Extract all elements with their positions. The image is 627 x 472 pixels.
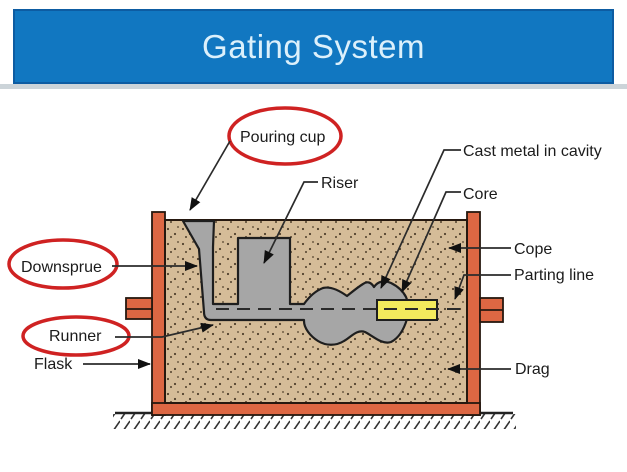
highlight-circles: [7, 106, 343, 357]
label-drag: Drag: [515, 361, 550, 378]
page-title: Gating System: [202, 27, 425, 65]
pouring-cup-circle: [227, 106, 343, 166]
title-bar-shadow: [0, 84, 627, 89]
label-downsprue: Downsprue: [21, 259, 102, 276]
pouring-cup-leader: [189, 140, 231, 211]
core-leader: [401, 191, 461, 293]
label-cope: Cope: [514, 241, 553, 258]
leader-lines: [83, 140, 511, 374]
label-flask: Flask: [34, 356, 73, 373]
parting-line-leader: [454, 274, 511, 300]
flask-bottom: [151, 402, 481, 416]
slide-title-bar: Gating System: [13, 9, 614, 84]
label-runner: Runner: [49, 328, 102, 345]
label-cast-metal-in-cavity: Cast metal in cavity: [463, 143, 602, 160]
label-riser: Riser: [321, 175, 359, 192]
flask-left-wall: [151, 211, 166, 416]
label-core: Core: [463, 186, 498, 203]
flask-right-wall: [466, 211, 481, 416]
downsprue-circle: [7, 238, 119, 290]
riser-leader: [263, 181, 318, 264]
label-parting-line: Parting line: [514, 267, 595, 284]
ground-hatching: [113, 414, 516, 429]
label-pouring-cup: Pouring cup: [240, 129, 326, 146]
runner-circle: [21, 315, 131, 357]
runner-leader: [115, 322, 214, 338]
cast-metal-leader: [380, 149, 461, 289]
